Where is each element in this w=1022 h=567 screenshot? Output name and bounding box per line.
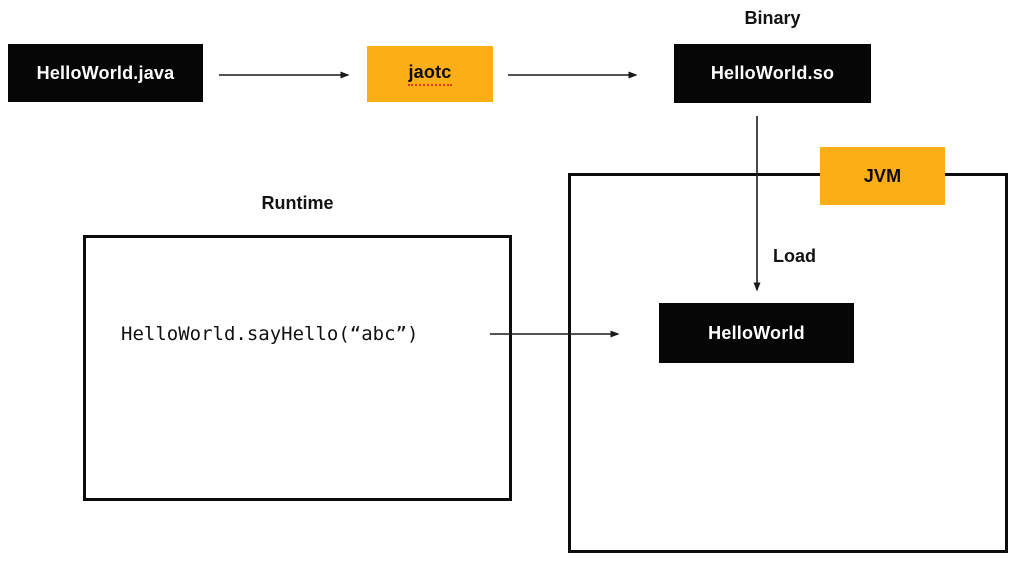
node-source-file: HelloWorld.java — [8, 44, 203, 102]
node-source-file-label: HelloWorld.java — [36, 62, 175, 83]
node-jaotc-label: jaotc — [408, 62, 452, 86]
node-loaded-class-label: HelloWorld — [708, 322, 805, 343]
runtime-call-code: HelloWorld.sayHello(“abc”) — [121, 323, 419, 345]
node-jaotc-compiler: jaotc — [367, 46, 493, 102]
runtime-box — [83, 235, 512, 501]
caption-binary: Binary — [744, 8, 801, 28]
node-loaded-class: HelloWorld — [659, 303, 854, 363]
jvm-tab-label: JVM — [863, 165, 902, 186]
node-binary-file: HelloWorld.so — [674, 44, 871, 103]
node-binary-file-label: HelloWorld.so — [710, 63, 835, 83]
jvm-container-box — [568, 173, 1008, 553]
jvm-tab: JVM — [820, 147, 945, 205]
caption-runtime: Runtime — [261, 193, 334, 213]
caption-load: Load — [773, 246, 816, 266]
